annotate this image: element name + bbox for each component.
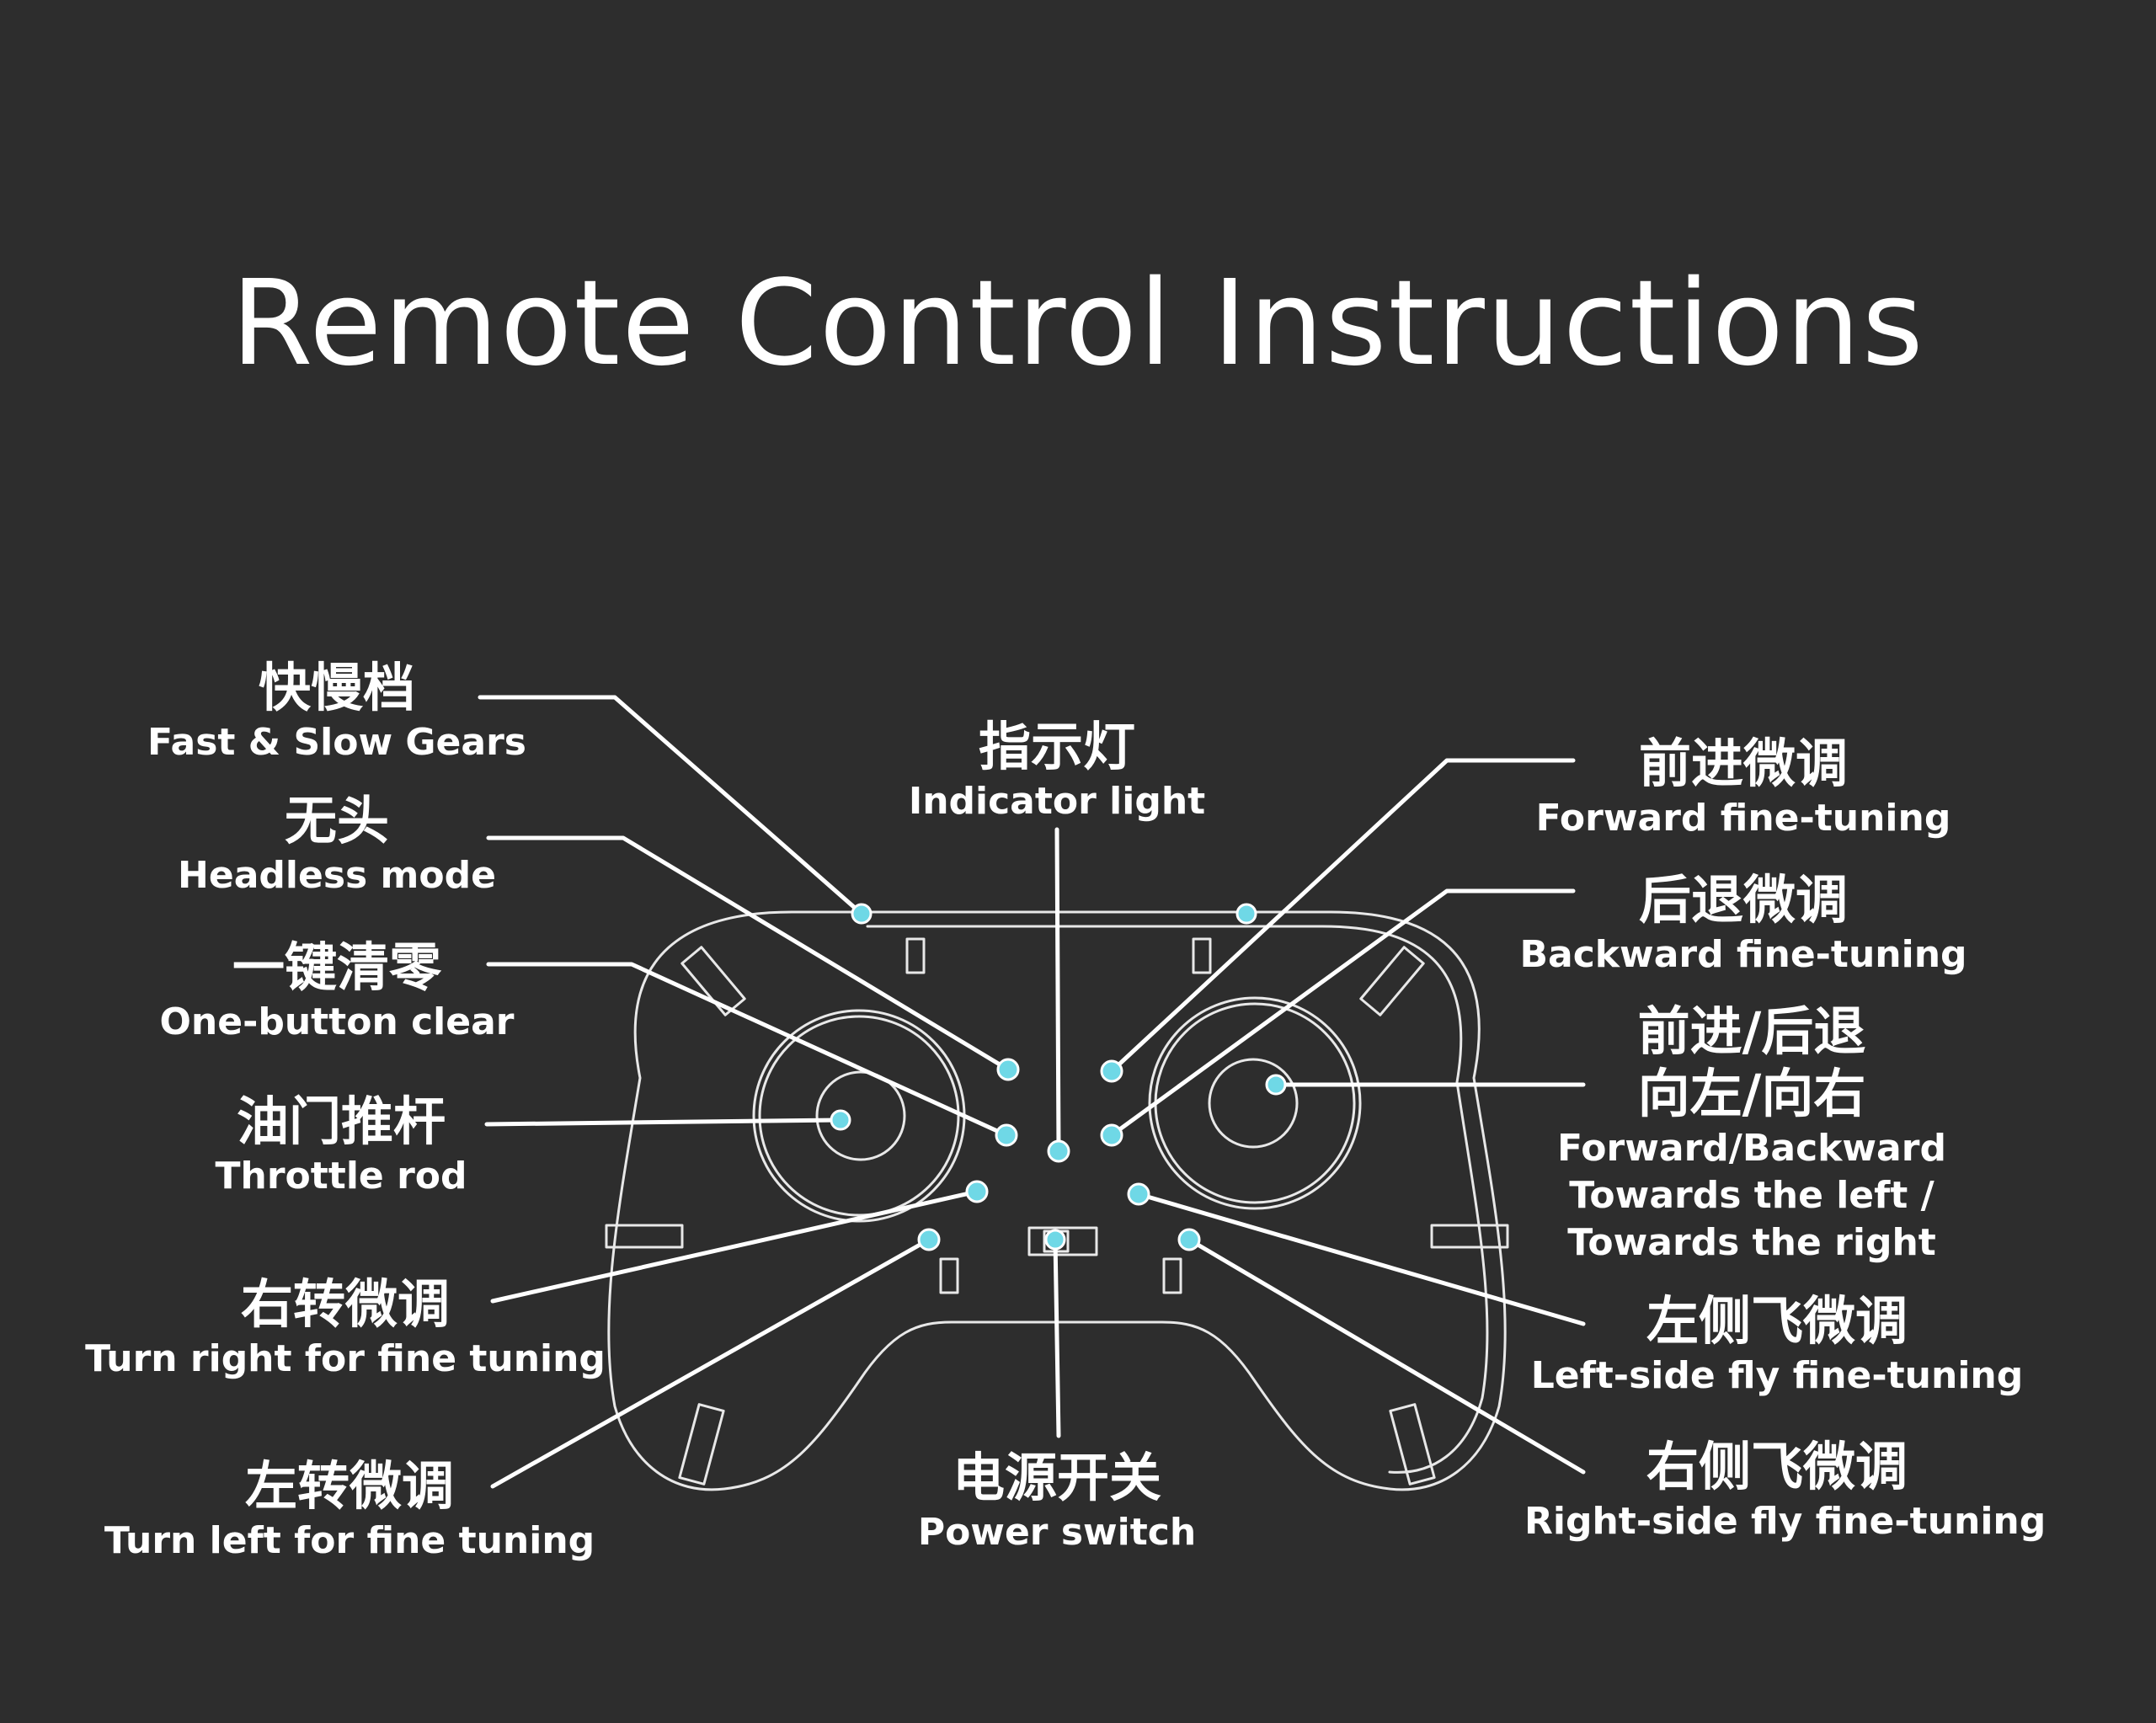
label-left-fly-en: Left-side fly fine-tuning: [1530, 1354, 2024, 1397]
point-fast-slow: [851, 903, 873, 925]
label-backward: 后退微调 Backward fine-tuning: [1516, 869, 1971, 979]
label-direction-en-2: Towards the left /: [1569, 1174, 1935, 1217]
label-left-fly-zh: 左侧飞微调: [1646, 1290, 1908, 1352]
label-direction-zh-1: 前进/后退: [1637, 1000, 1866, 1062]
label-turn-right-en: Turn right for fine tuning: [85, 1337, 606, 1380]
right-lower-switch: [1162, 1257, 1182, 1294]
label-backward-en: Backward fine-tuning: [1519, 933, 1967, 976]
right-grip-mark: [1389, 1403, 1436, 1486]
label-right-fly-en: Right-side fly fine-tuning: [1524, 1500, 2047, 1543]
point-forward: [1100, 1059, 1123, 1083]
page-title: Remote Control Instructions: [231, 255, 1925, 392]
left-lower-switch: [939, 1257, 959, 1294]
label-indicator: 指示灯 Indicator light: [867, 716, 1246, 825]
label-power: 电源开关 Power switch: [867, 1447, 1246, 1556]
left-shoulder-tab: [680, 946, 746, 1016]
label-left-fly: 左侧飞微调 Left-side fly fine-tuning: [1524, 1290, 2030, 1400]
leader-right-fly: [1187, 1237, 1586, 1475]
left-joystick-cap: [815, 1070, 906, 1161]
left-top-switch: [905, 937, 926, 974]
label-headless-zh: 无头: [284, 790, 389, 851]
label-forward-en: Forward fine-tuning: [1535, 797, 1951, 840]
point-one-button-clear: [995, 1123, 1018, 1147]
power-switch-housing: [1027, 1226, 1098, 1256]
point-right-fly: [1177, 1228, 1201, 1251]
leader-turn-right: [490, 1189, 979, 1304]
label-direction-zh-2: 向左/向右: [1637, 1063, 1866, 1124]
label-direction-en-3: Towards the right: [1567, 1221, 1936, 1264]
label-headless: 无头 Headless mode: [118, 790, 556, 899]
right-joystick-outer-ring: [1148, 996, 1362, 1210]
leader-backward: [1109, 888, 1576, 1138]
label-fast-slow-en: Fast & Slow Gears: [147, 721, 526, 764]
label-power-en: Power switch: [917, 1511, 1197, 1554]
leader-forward: [1109, 758, 1576, 1074]
label-forward: 前进微调 Forward fine-tuning: [1516, 733, 1971, 842]
left-joystick-outer-ring: [752, 1009, 966, 1223]
left-joystick-ring-inner: [758, 1015, 960, 1217]
leader-power: [1053, 1237, 1061, 1438]
point-top-right: [1235, 903, 1257, 925]
point-throttle: [830, 1109, 851, 1131]
label-one-button-clear-zh: 一键清零: [232, 936, 441, 998]
label-throttle-zh: 油门推杆: [236, 1091, 446, 1152]
right-shoulder-tab: [1359, 946, 1425, 1016]
label-throttle: 油门推杆 Throttle rod: [118, 1091, 564, 1200]
label-one-button-clear: 一键清零 One-button clear: [118, 936, 556, 1046]
label-forward-zh: 前进微调: [1638, 733, 1848, 794]
point-turn-right: [965, 1180, 989, 1203]
leader-one-button-clear: [486, 962, 1009, 1138]
point-indicator: [1047, 1139, 1070, 1163]
right-top-switch: [1192, 937, 1212, 974]
left-grip-mark: [678, 1403, 725, 1486]
point-power: [1044, 1229, 1066, 1251]
leader-left-fly: [1136, 1192, 1586, 1326]
label-fast-slow-zh: 快慢档: [258, 657, 415, 718]
point-headless: [996, 1058, 1020, 1081]
label-backward-zh: 后退微调: [1638, 869, 1848, 931]
leader-headless: [486, 835, 1011, 1072]
label-one-button-clear-en: One-button clear: [159, 1000, 515, 1043]
label-fast-slow: 快慢档 Fast & Slow Gears: [118, 657, 556, 766]
left-side-slot: [605, 1224, 684, 1249]
label-throttle-en: Throttle rod: [215, 1155, 467, 1198]
label-indicator-zh: 指示灯: [978, 716, 1135, 777]
controller-inner-outline: [866, 925, 1489, 1474]
label-direction-en-1: Forward/Backward: [1557, 1127, 1946, 1170]
leader-turn-left: [490, 1237, 931, 1489]
leader-throttle: [484, 1118, 843, 1127]
label-turn-left: 左转微调 Turn left for fine tuning: [93, 1455, 606, 1565]
label-right-fly: 右侧飞微调 Right-side fly fine-tuning: [1524, 1436, 2047, 1545]
label-headless-en: Headless mode: [178, 854, 496, 897]
point-turn-left: [917, 1228, 941, 1251]
right-side-slot: [1430, 1224, 1509, 1249]
point-left-fly: [1127, 1182, 1150, 1206]
leader-fast-slow: [478, 695, 864, 916]
right-joystick-ring-inner: [1154, 1002, 1356, 1204]
right-joystick-cap: [1208, 1058, 1299, 1149]
label-turn-left-zh: 左转微调: [244, 1455, 454, 1517]
label-direction: 前进/后退 向左/向右 Forward/Backward Towards the…: [1524, 1000, 1979, 1267]
point-direction: [1265, 1074, 1287, 1096]
label-power-zh: 电源开关: [952, 1447, 1161, 1508]
point-backward: [1100, 1123, 1123, 1147]
leader-indicator: [1054, 827, 1061, 1154]
label-right-fly-zh: 右侧飞微调: [1646, 1436, 1908, 1497]
label-turn-right-zh: 右转微调: [240, 1273, 450, 1335]
label-turn-left-en: Turn left for fine tuning: [104, 1519, 595, 1562]
label-turn-right: 右转微调 Turn right for fine tuning: [84, 1273, 606, 1383]
label-indicator-en: Indicator light: [908, 780, 1206, 823]
